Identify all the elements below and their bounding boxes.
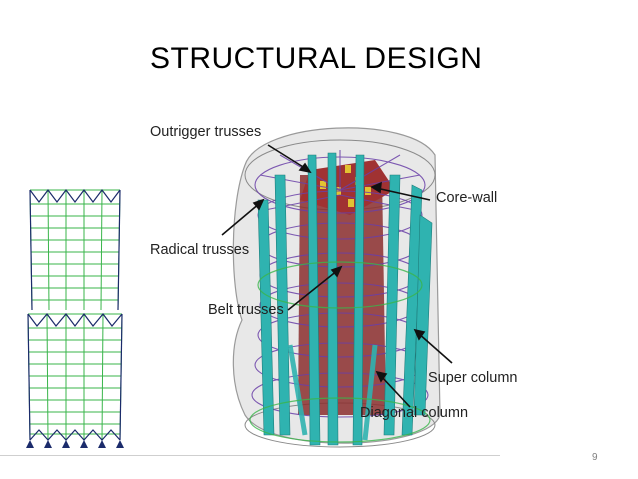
frame-elevation-drawing (26, 189, 124, 448)
tower-3d-structure-drawing (221, 127, 453, 448)
label-belt-trusses: Belt trusses (208, 302, 284, 318)
label-outrigger-trusses: Outrigger trusses (150, 124, 262, 140)
slide-title: STRUCTURAL DESIGN (150, 42, 483, 75)
label-radical-trusses: Radical trusses (150, 242, 250, 258)
label-diagonal-column: Diagonal column (360, 405, 469, 421)
footer-divider (0, 455, 500, 456)
label-super-column: Super column (428, 370, 518, 386)
label-core-wall: Core-wall (436, 190, 498, 206)
page-number: 9 (592, 452, 598, 463)
